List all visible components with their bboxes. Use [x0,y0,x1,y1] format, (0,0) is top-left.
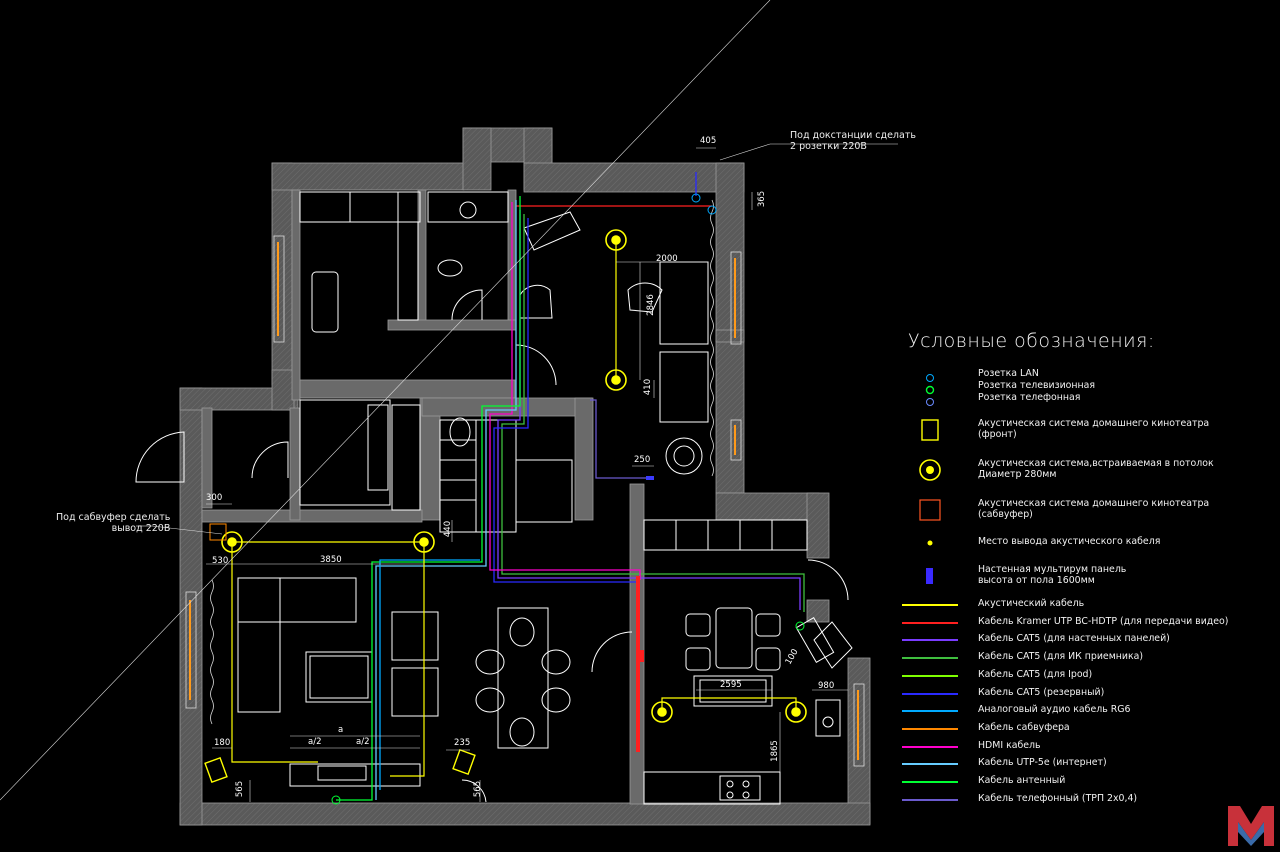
cable-legend-row: Кабель CAT5 (для Ipod) [900,669,1270,683]
note-docking-station: Под докстанции сделать 2 розетки 220В [790,130,916,152]
front-speaker-icon [921,419,939,441]
dim-565-left: 565 [235,780,246,798]
phone-socket-icon [926,398,934,406]
tv-socket-icon [925,385,935,395]
cable-swatch [902,727,958,730]
dim-a2-right: a/2 [356,737,370,747]
ceiling-speaker-icon [919,459,941,481]
speaker-outlet-icon [927,540,933,546]
legend-item-ceiling-speaker: Акустическая система,встраиваемая в пото… [900,458,1270,484]
dim-3850: 3850 [320,555,342,565]
dim-180: 180 [214,738,231,748]
dimension-lines [0,0,898,802]
cable-label: HDMI кабель [978,739,1041,751]
cable-label: Кабель CAT5 (резервный) [978,686,1105,698]
legend-item-tv: Розетка телевизионная [900,380,1270,395]
legend-item-phone: Розетка телефонная [900,392,1270,406]
cable-label: Кабель Kramer UTP BC-HDTP (для передачи … [978,615,1229,627]
multiroom-panel-icon [926,568,933,584]
lan-socket-icon [926,374,934,382]
cable-swatch [902,763,958,766]
dim-250: 250 [634,455,651,465]
cable-label: Кабель CAT5 (для настенных панелей) [978,633,1170,645]
cable-swatch [902,692,958,695]
cable-label: Аналоговый аудио кабель RG6 [978,704,1131,716]
outer-walls [179,127,871,826]
dim-410: 410 [643,378,654,396]
sockets [209,193,805,805]
dim-235: 235 [454,738,471,748]
cable-label: Кабель телефонный (ТРП 2х0,4) [978,792,1138,804]
front-speakers [204,748,476,784]
cable-legend-row: Кабель телефонный (ТРП 2х0,4) [900,793,1270,807]
cable-swatch [902,639,958,642]
windows [189,242,859,760]
cable-legend-row: Кабель Kramer UTP BC-HDTP (для передачи … [900,616,1270,630]
dim-365: 365 [757,190,768,208]
cable-legend-row: Кабель сабвуфера [900,722,1270,736]
cable-swatch [902,798,958,801]
cable-label: Кабель антенный [978,775,1066,786]
cable-legend-row: Кабель CAT5 (резервный) [900,687,1270,701]
ceiling-speakers [221,229,807,723]
brand-logo [1228,806,1274,846]
dim-a: a [338,725,344,735]
acoustic-cables [231,240,797,777]
cable-swatch [902,604,958,606]
dim-405: 405 [700,136,717,146]
legend-item-front-speaker: Акустическая система домашнего кинотеатр… [900,418,1270,444]
cable-swatch [902,674,958,677]
cable-label: Кабель UTP-5e (интернет) [978,757,1107,769]
subwoofer-icon [919,499,941,521]
cable-legend-row: Кабель UTP-5e (интернет) [900,757,1270,771]
dim-440: 440 [443,520,454,538]
legend-item-outlet: Место вывода акустического кабеля [900,536,1270,550]
cable-label: Кабель CAT5 (для Ipod) [978,668,1093,680]
dim-2595: 2595 [720,680,742,690]
legend-item-panel: Настенная мультирум панель высота от пол… [900,564,1270,590]
legend-item-lan: Розетка LAN [900,368,1270,382]
dim-980: 980 [818,681,835,691]
dim-1865: 1865 [769,740,780,762]
dim-300: 300 [206,493,223,503]
cable-legend-row: Акустический кабель [900,598,1270,612]
cable-swatch [902,621,958,624]
note-subwoofer: Под сабвуфер сделать вывод 220В [56,512,171,534]
legend-title: Условные обозначения: [908,330,1155,352]
window-frames [185,235,865,767]
cable-swatch [902,657,958,660]
dim-2000: 2000 [656,254,678,264]
legend-item-subwoofer: Акустическая система домашнего кинотеатр… [900,498,1270,524]
cable-legend-row: Аналоговый аудио кабель RG6 [900,704,1270,718]
cable-label: Кабель сабвуфера [978,721,1070,733]
cable-legend-row: Кабель CAT5 (для ИК приемника) [900,651,1270,665]
cable-label: Кабель CAT5 (для ИК приемника) [978,651,1144,663]
cable-bundle [336,172,805,801]
cable-legend-row: HDMI кабель [900,740,1270,754]
curtains [210,199,714,725]
cable-swatch [902,781,958,783]
cable-legend-row: Кабель CAT5 (для настенных панелей) [900,633,1270,647]
cable-label: Акустический кабель [978,598,1085,609]
dim-2846: 2846 [645,294,656,316]
cable-legend-row: Кабель антенный [900,775,1270,789]
furniture [135,191,853,805]
dim-565-right: 565 [473,780,484,798]
dim-530: 530 [212,556,229,566]
cable-swatch [902,745,958,748]
dim-a2-left: a/2 [308,737,322,747]
cable-swatch [902,710,958,713]
